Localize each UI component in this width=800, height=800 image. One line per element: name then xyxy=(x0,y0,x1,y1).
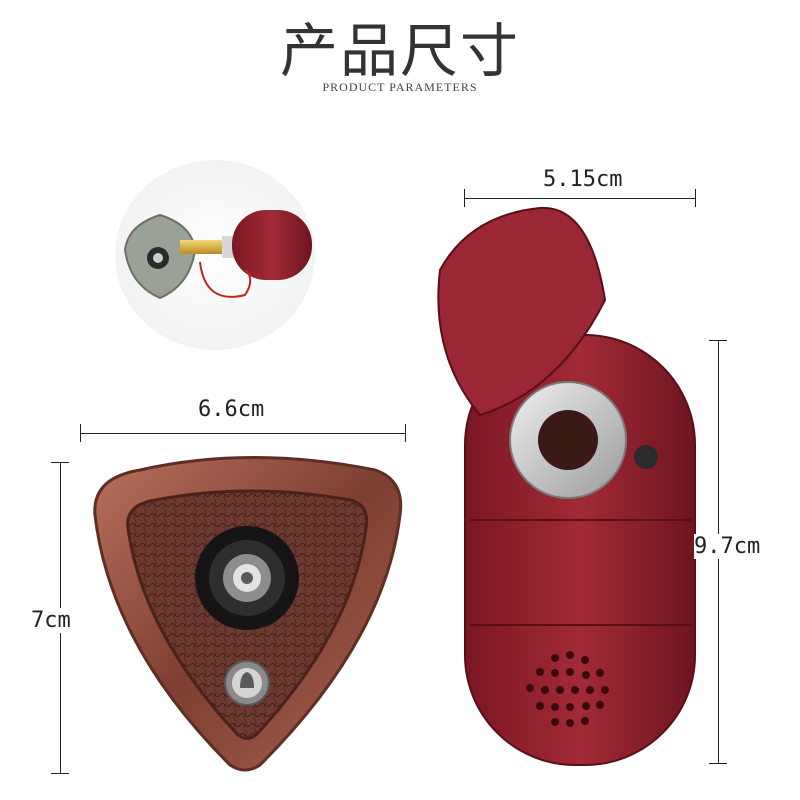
front-bezel xyxy=(93,456,403,772)
monitor-unit xyxy=(437,206,696,766)
front-width-label: 6.6cm xyxy=(198,397,265,422)
page-subtitle: PRODUCT PARAMETERS xyxy=(322,80,478,94)
dimension-tick xyxy=(464,189,465,207)
inset-photo xyxy=(115,160,315,350)
dimension-tick xyxy=(51,462,69,463)
monitor-height-label: 9.7cm xyxy=(694,534,761,559)
front-height-label: 7cm xyxy=(31,608,71,633)
dimension-tick xyxy=(80,424,81,442)
dimension-tick xyxy=(51,773,69,774)
monitor-width-label: 5.15cm xyxy=(543,167,623,192)
dimension-tick xyxy=(695,189,696,207)
dimension-tick xyxy=(709,340,727,341)
page-title: 产品尺寸 xyxy=(279,17,520,85)
monitor-width-dimension-line xyxy=(464,198,696,199)
dimension-tick xyxy=(405,424,406,442)
width-dimension-line xyxy=(80,433,406,434)
dimension-tick xyxy=(709,763,727,764)
